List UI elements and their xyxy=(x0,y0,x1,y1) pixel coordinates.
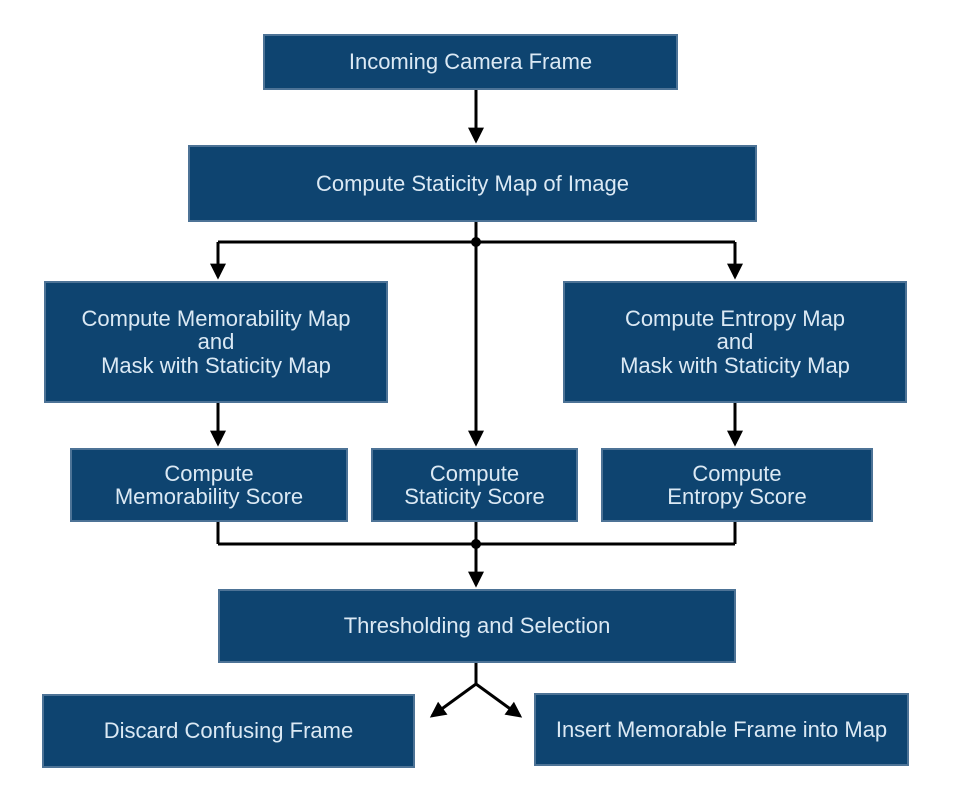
connector-to-discard xyxy=(429,682,477,718)
node-compute-staticity-score: Compute Staticity Score xyxy=(371,448,578,522)
connector-to-insert xyxy=(475,682,523,718)
node-incoming-camera-frame: Incoming Camera Frame xyxy=(263,34,678,90)
node-discard-confusing-frame: Discard Confusing Frame xyxy=(42,694,415,768)
node-compute-memorability-score: Compute Memorability Score xyxy=(70,448,348,522)
node-compute-staticity-map: Compute Staticity Map of Image xyxy=(188,145,757,222)
node-thresholding-and-selection: Thresholding and Selection xyxy=(218,589,736,663)
junction-dot-top xyxy=(471,237,481,247)
node-insert-memorable-frame-into-map: Insert Memorable Frame into Map xyxy=(534,693,909,766)
node-compute-memorability-map: Compute Memorability Map and Mask with S… xyxy=(44,281,388,403)
node-compute-entropy-map: Compute Entropy Map and Mask with Static… xyxy=(563,281,907,403)
node-compute-entropy-score: Compute Entropy Score xyxy=(601,448,873,522)
